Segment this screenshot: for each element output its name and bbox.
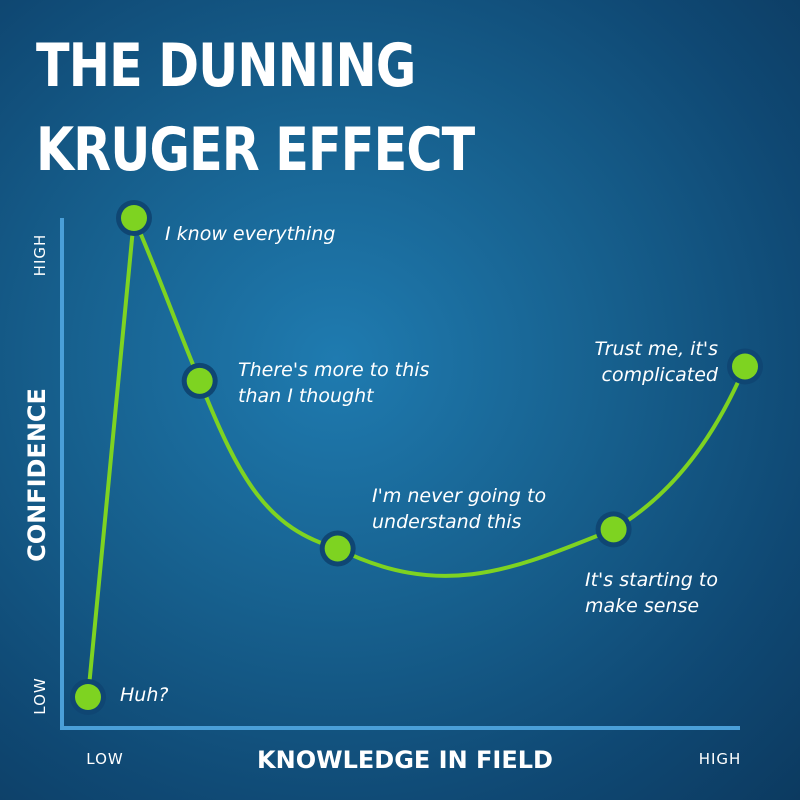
data-point-dot <box>732 353 758 380</box>
point-label-line: There's more to this <box>238 359 430 381</box>
point-label-line: complicated <box>602 364 719 386</box>
y-tick-low: LOW <box>31 677 49 714</box>
data-point <box>319 530 356 567</box>
point-label-line: I'm never going to <box>372 485 546 507</box>
data-point <box>70 679 106 715</box>
x-tick-high: HIGH <box>699 750 742 768</box>
data-point-dot <box>75 684 101 710</box>
point-label: I know everything <box>165 223 335 245</box>
point-label-line: Huh? <box>120 684 168 706</box>
data-points <box>70 200 763 715</box>
confidence-curve <box>86 216 747 698</box>
data-point <box>115 200 152 236</box>
title-line-1: THE DUNNING <box>36 31 416 101</box>
chart-title: THE DUNNING KRUGER EFFECT <box>36 24 475 192</box>
title-line-2: KRUGER EFFECT <box>36 115 475 185</box>
data-point-dot <box>600 516 627 543</box>
data-point-dot <box>120 205 147 231</box>
data-point-dot <box>186 367 213 394</box>
point-label: Huh? <box>120 684 168 706</box>
point-label-line: than I thought <box>238 385 375 407</box>
point-label-line: understand this <box>372 511 522 533</box>
point-label-line: It's starting to <box>585 569 718 591</box>
x-tick-low: LOW <box>86 750 123 768</box>
point-label: Trust me, it's complicated <box>595 338 719 386</box>
point-label: I'm never going to understand this <box>372 485 546 533</box>
point-label-line: make sense <box>585 595 699 617</box>
data-point <box>181 362 218 399</box>
y-tick-high: HIGH <box>31 234 49 277</box>
x-axis-title: KNOWLEDGE IN FIELD <box>257 746 553 774</box>
data-point-dot <box>324 535 351 562</box>
point-label-line: Trust me, it's <box>595 338 719 360</box>
data-point <box>727 348 763 385</box>
y-axis-title: CONFIDENCE <box>23 388 51 562</box>
point-label: It's starting to make sense <box>585 569 718 617</box>
point-label: There's more to this than I thought <box>238 359 430 407</box>
data-point <box>595 511 632 548</box>
point-label-line: I know everything <box>165 223 335 245</box>
